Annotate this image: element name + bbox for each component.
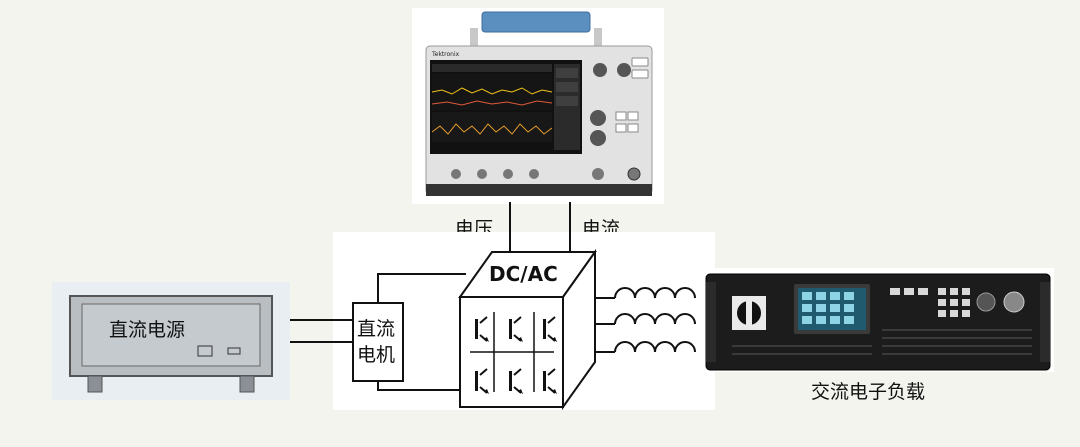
switch-array-icon bbox=[475, 316, 557, 394]
ac-electronic-load-icon bbox=[705, 273, 1051, 371]
dc-power-supply-icon bbox=[69, 295, 273, 393]
oscilloscope-icon: Tektronix bbox=[425, 11, 653, 196]
dc-motor-box bbox=[352, 302, 404, 382]
motor-label-line1: 直流 bbox=[357, 318, 396, 340]
motor-label-line2: 电机 bbox=[357, 344, 396, 366]
inductor-coil-icon bbox=[595, 287, 696, 353]
oscilloscope-brand: Tektronix bbox=[431, 51, 460, 58]
converter-label: DC/AC bbox=[489, 262, 558, 286]
dc-supply-label: 直流电源 bbox=[109, 319, 186, 341]
ac-load-label: 交流电子负载 bbox=[811, 381, 926, 403]
